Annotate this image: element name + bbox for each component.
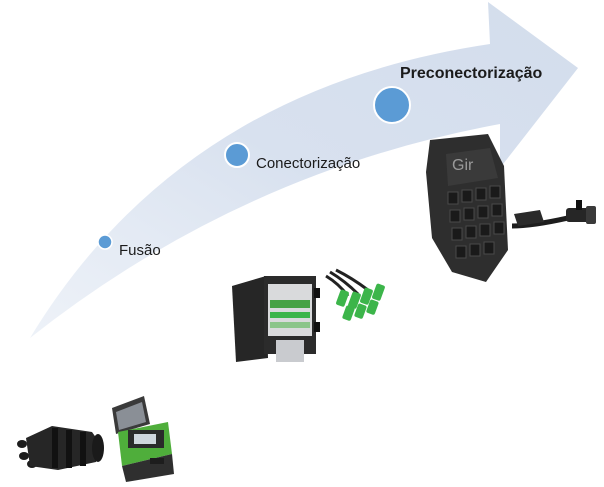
fusion-splice-closure-icon (17, 426, 104, 470)
preconnectorized-terminal-icon: Gir (426, 134, 508, 282)
stage-dot-preconectorizacao (373, 86, 411, 124)
hardened-connector-cable-icon (511, 200, 596, 229)
stage-label-conectorizacao: Conectorização (256, 155, 361, 172)
stage-dot-fusao (97, 234, 113, 250)
optical-distribution-box-icon (232, 276, 320, 362)
stage-dot-conectorizacao (224, 142, 250, 168)
fusion-splicer-machine-icon (112, 396, 174, 482)
stage-label-preconectorizacao: Preconectorização (400, 65, 543, 82)
sc-connector-bundle-icon (325, 268, 385, 321)
stage-label-fusao: Fusão (119, 242, 161, 259)
terminal-logo: Gir (452, 157, 474, 174)
progress-arrow (30, 2, 578, 338)
